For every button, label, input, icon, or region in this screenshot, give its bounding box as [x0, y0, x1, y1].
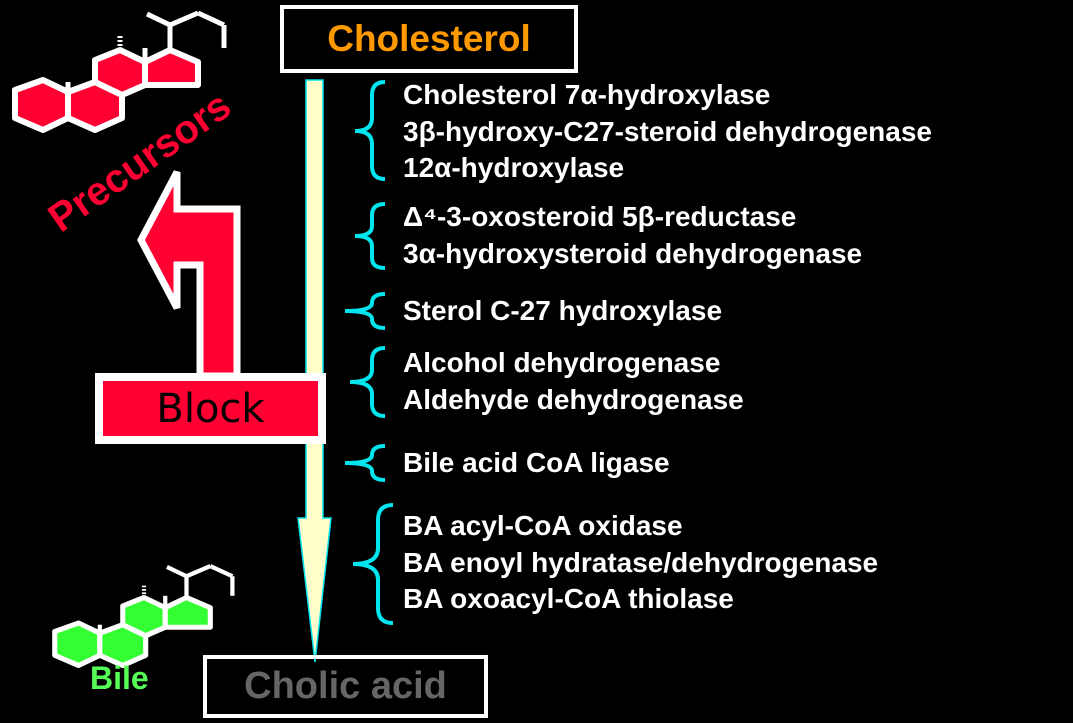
enzyme-group-4: Alcohol dehydrogenase Aldehyde dehydroge… [403, 345, 744, 418]
brace-2 [354, 202, 386, 270]
enzyme: 12α-hydroxylase [403, 152, 625, 183]
enzyme: BA oxoacyl-CoA thiolase [403, 583, 734, 614]
block-label: Block [95, 373, 326, 444]
bile-acid-structure-icon [55, 566, 233, 665]
enzyme: BA acyl-CoA oxidase [403, 510, 683, 541]
enzyme-group-3: Sterol C-27 hydroxylase [403, 293, 722, 330]
enzyme-braces [344, 80, 394, 625]
bile-label: Bile [90, 660, 149, 696]
brace-1 [354, 80, 386, 181]
enzyme-group-5: Bile acid CoA ligase [403, 445, 670, 482]
block-bend-arrow [137, 170, 241, 380]
brace-3 [344, 292, 386, 330]
enzyme: 3β-hydroxy-C27-steroid dehydrogenase [403, 115, 933, 147]
brace-4 [349, 346, 386, 418]
enzyme: Alcohol dehydrogenase [403, 347, 721, 378]
enzyme: Aldehyde dehydrogenase [403, 383, 744, 415]
enzyme: Bile acid CoA ligase [403, 447, 670, 478]
brace-6 [352, 503, 394, 625]
enzyme: BA enoyl hydratase/dehydrogenase [403, 546, 879, 578]
enzyme: Cholesterol 7α-hydroxylase [403, 79, 771, 110]
enzyme: Sterol C-27 hydroxylase [403, 295, 723, 326]
enzyme: 3α-hydroxysteroid dehydrogenase [403, 237, 863, 269]
brace-5 [344, 444, 386, 482]
enzyme-group-6: BA acyl-CoA oxidase BA enoyl hydratase/d… [403, 508, 878, 618]
enzyme: Δ⁴-3-oxosteroid 5β-reductase [403, 201, 797, 232]
enzyme-group-2: Δ⁴-3-oxosteroid 5β-reductase 3α-hydroxys… [403, 199, 862, 272]
cholic-acid-label: Cholic acid [203, 655, 488, 718]
enzyme-group-1: Cholesterol 7α-hydroxylase 3β-hydroxy-C2… [403, 77, 932, 187]
pathway-arrow [297, 79, 332, 663]
cholesterol-label: Cholesterol [280, 5, 578, 73]
